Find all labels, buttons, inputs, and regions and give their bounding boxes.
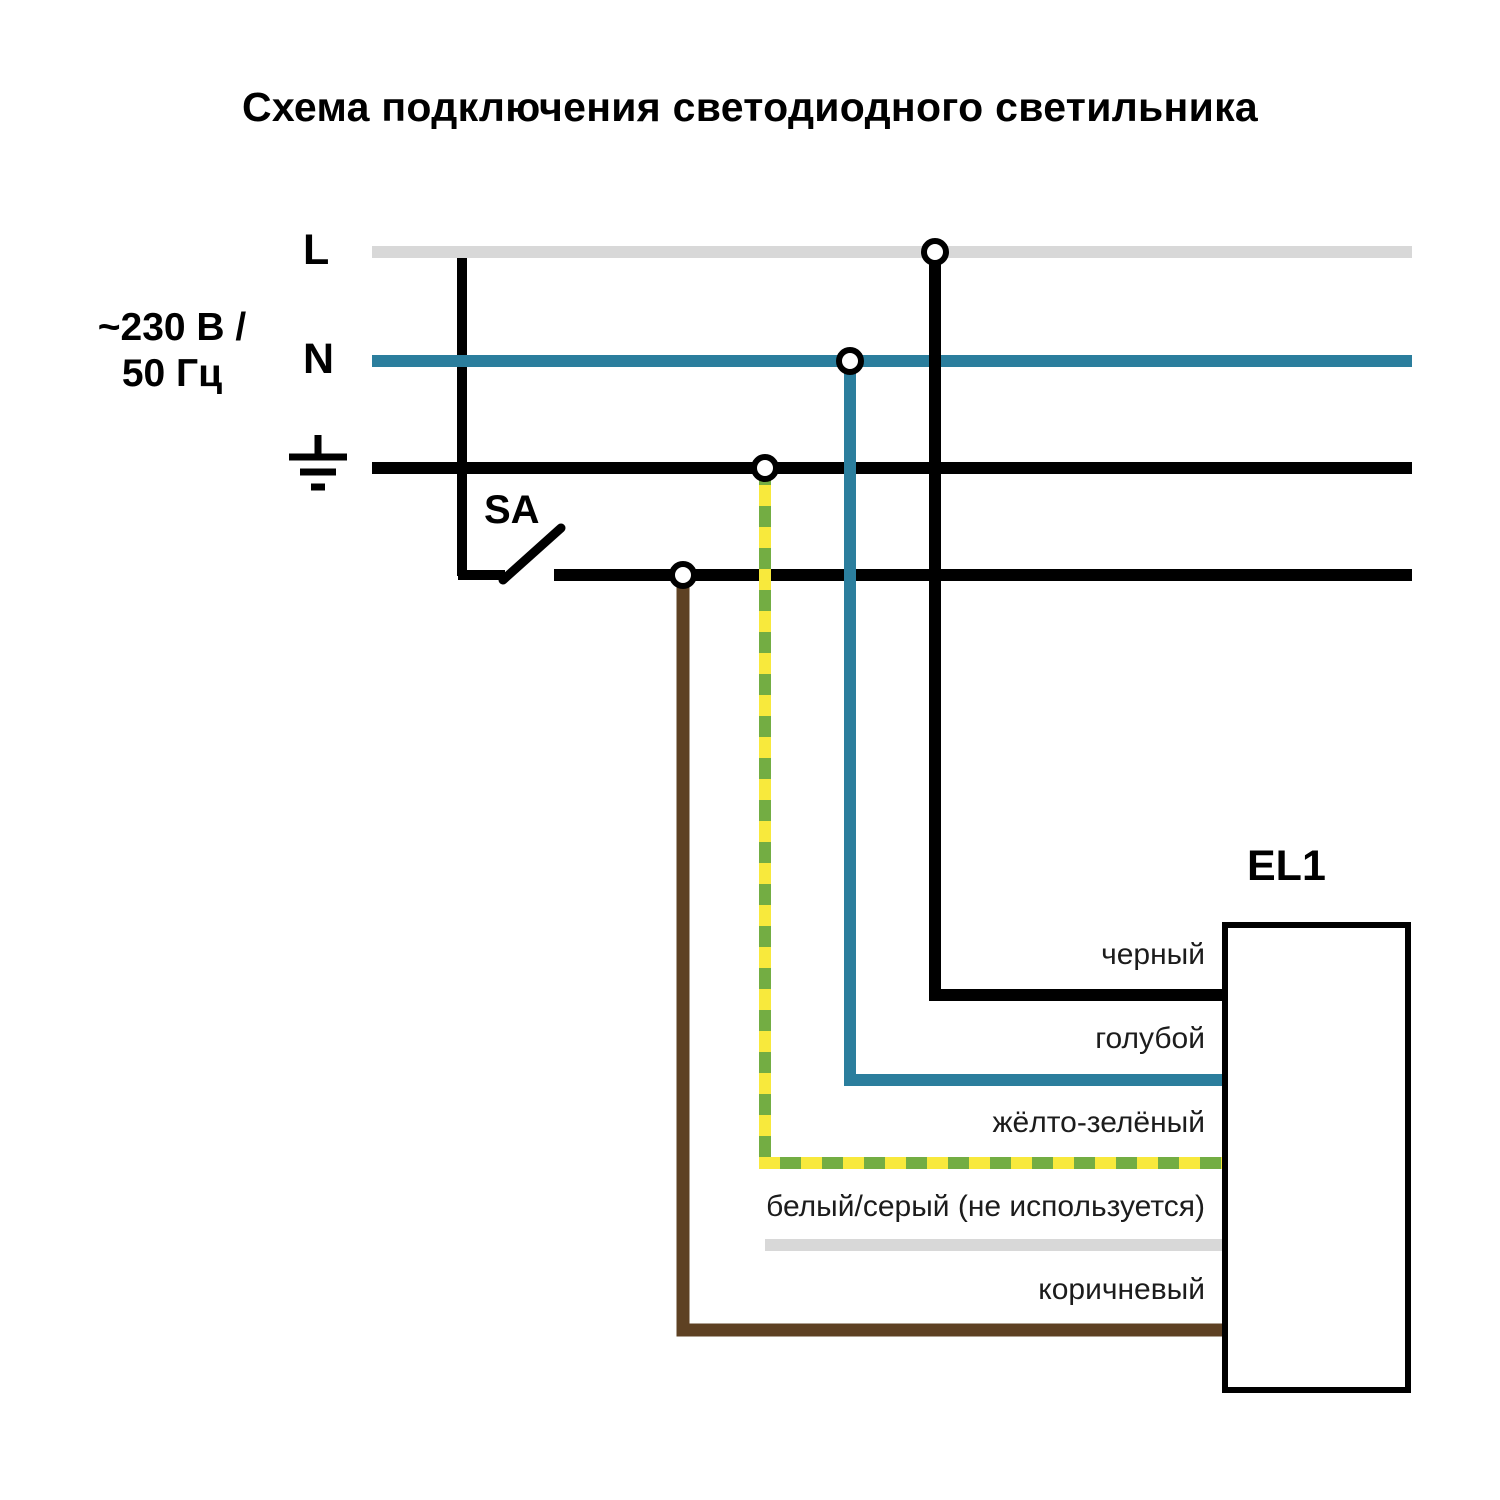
wire-blue	[844, 357, 1228, 1086]
junction-dot-switched	[669, 561, 697, 589]
label-wire-white-gray: белый/серый (не используется)	[766, 1190, 1205, 1223]
wire-black	[929, 248, 1228, 1001]
wire-yellow-green-base	[759, 464, 1228, 1169]
label-wire-yellow-green: жёлто-зелёный	[992, 1106, 1205, 1139]
switch-blade	[498, 523, 566, 585]
luminaire-box	[1222, 922, 1411, 1393]
label-wire-brown: коричневый	[1038, 1273, 1205, 1306]
label-wire-black: черный	[1101, 938, 1205, 971]
label-supply-voltage: ~230 В / 50 Гц	[60, 305, 284, 397]
label-neutral-n: N	[303, 335, 335, 383]
voltage-line2: 50 Гц	[121, 352, 223, 396]
voltage-line1: ~230 В /	[97, 306, 247, 349]
label-line-l: L	[303, 226, 330, 274]
label-switch-sa: SA	[484, 488, 540, 532]
diagram-title: Схема подключения светодиодного светильн…	[241, 84, 1259, 130]
wire-yellow-green-dashes	[759, 464, 1228, 1169]
label-wire-blue: голубой	[1095, 1022, 1205, 1055]
junction-dot-pe	[751, 454, 779, 482]
wire-yellow-green	[759, 464, 1228, 1169]
junction-dot-n	[836, 347, 864, 375]
wire-brown	[676, 570, 1228, 1337]
junction-dot-l	[921, 238, 949, 266]
ground-symbol	[289, 435, 347, 491]
label-luminaire-el1: EL1	[1247, 842, 1326, 890]
